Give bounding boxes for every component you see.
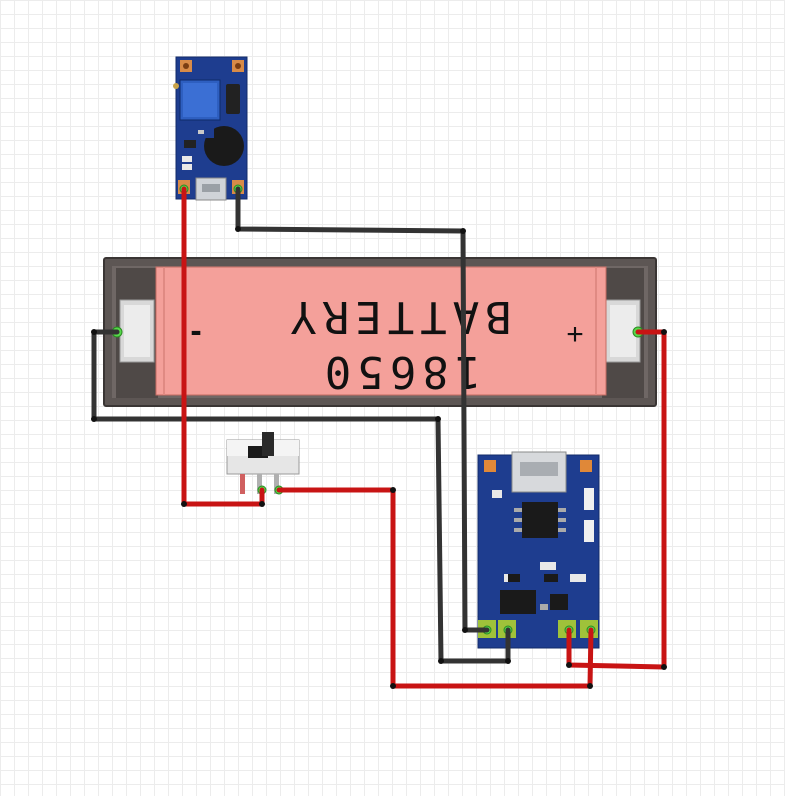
boost-converter-module xyxy=(173,56,248,201)
battery-model: 18650 xyxy=(319,346,481,397)
battery-cell: BATTERY 18650 - + xyxy=(155,266,607,397)
charger-module xyxy=(477,451,600,649)
wire-boost-vin-plus-to-switch[interactable] xyxy=(181,186,265,507)
wire-boost-vin-minus-to-charger[interactable] xyxy=(235,186,490,633)
battery-positive-label: + xyxy=(566,318,584,351)
charger-ic-icon xyxy=(522,502,558,538)
slide-switch[interactable] xyxy=(226,432,300,494)
battery-negative-label: - xyxy=(190,312,201,350)
protection-ic-icon xyxy=(500,590,536,614)
battery-label: BATTERY xyxy=(284,291,511,342)
